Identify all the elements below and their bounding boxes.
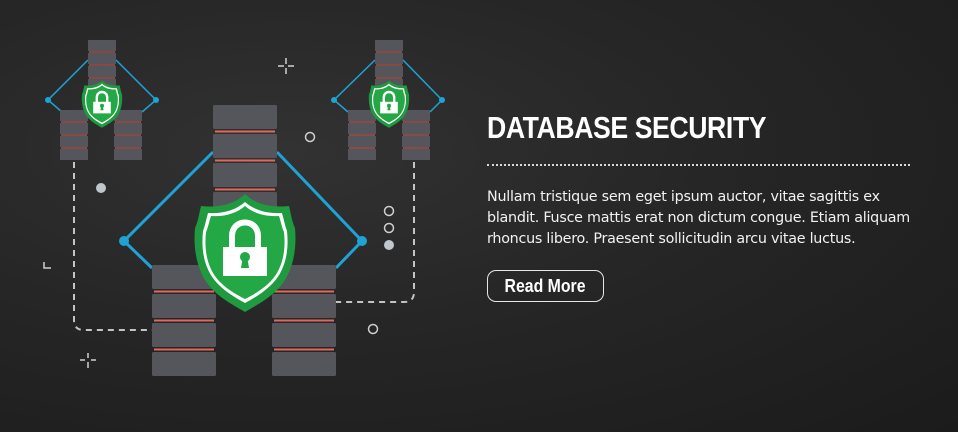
ring-icon [304, 131, 395, 335]
read-more-button[interactable]: Read More [487, 270, 604, 302]
dashed-connector [73, 162, 415, 331]
network-node-icon [357, 236, 367, 246]
read-more-label: Read More [505, 275, 586, 296]
banner-title: DATABASE SECURITY [487, 110, 767, 145]
banner-description: Nullam tristique sem eget ipsum auctor, … [487, 189, 910, 247]
network-node-icon [119, 236, 129, 246]
dot-icon [96, 183, 394, 250]
banner-content: DATABASE SECURITY Nullam tristique sem e… [487, 108, 912, 302]
crosshair-icon [80, 58, 294, 368]
corner-bracket-icon [43, 262, 51, 269]
dotted-divider [487, 164, 910, 166]
database-security-illustration [43, 40, 445, 376]
